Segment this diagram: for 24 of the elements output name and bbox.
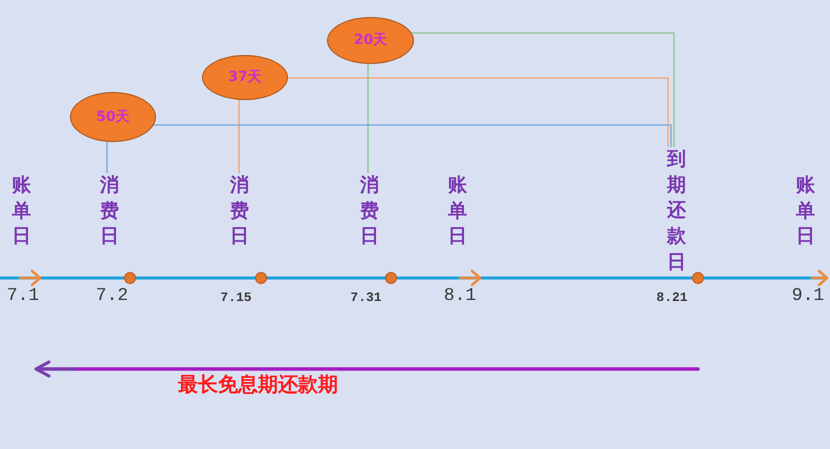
date-label: 7.31 <box>350 291 382 306</box>
date-label: 8.1 <box>444 287 476 307</box>
date-label: 9.1 <box>792 287 824 307</box>
period-caption: 最长免息期还款期 <box>178 372 338 396</box>
vertical-label: 消费日 <box>360 173 379 250</box>
connector-line <box>238 100 240 173</box>
date-label: 8.21 <box>656 291 688 306</box>
vertical-label: 消费日 <box>100 173 119 250</box>
duration-oval: 20天 <box>327 17 414 64</box>
connector-line <box>288 77 669 147</box>
vertical-label: 消费日 <box>230 173 249 250</box>
vertical-label: 账单日 <box>448 173 467 250</box>
date-label: 7.15 <box>220 291 252 306</box>
date-label: 7.2 <box>96 287 128 307</box>
duration-oval: 37天 <box>202 55 288 100</box>
date-label: 7.1 <box>6 287 40 307</box>
connector-line <box>412 32 675 147</box>
vertical-label: 到期还款日 <box>667 147 686 276</box>
connector-line <box>367 64 369 173</box>
vertical-label: 账单日 <box>796 173 815 250</box>
vertical-label: 账单日 <box>12 173 31 250</box>
connector-line <box>106 142 108 173</box>
connector-line <box>154 124 672 147</box>
duration-oval: 50天 <box>70 92 156 142</box>
